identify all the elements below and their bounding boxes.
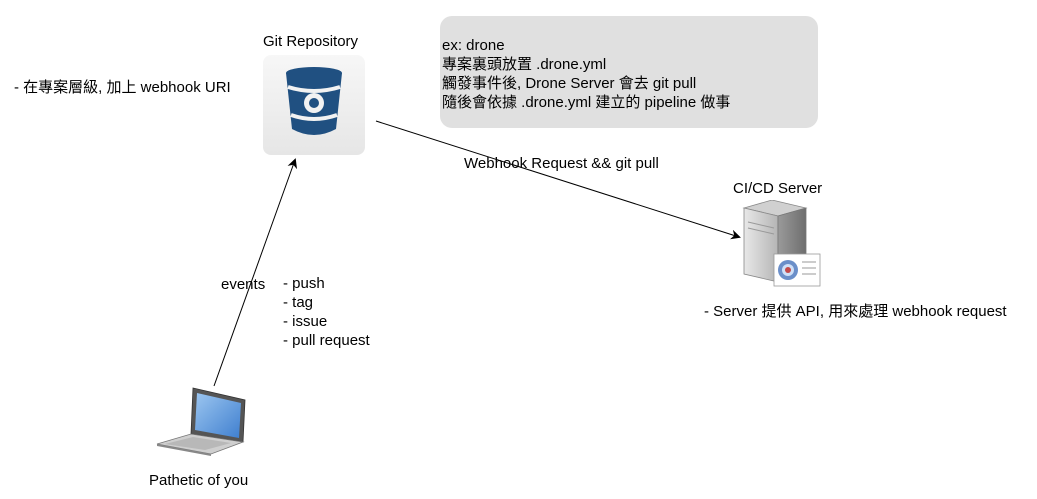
drone-note-line: 隨後會依據 .drone.yml 建立的 pipeline 做事: [442, 94, 731, 111]
event-type-item: - tag: [283, 294, 314, 311]
drone-note-line: ex: drone: [442, 37, 505, 54]
ci-server-node[interactable]: [740, 199, 824, 290]
laptop-label: Pathetic of you: [149, 472, 249, 489]
server-note: - Server 提供 API, 用來處理 webhook request: [704, 303, 1007, 320]
git-repository-node[interactable]: [263, 55, 365, 155]
event-types-list: - push - tag - issue - pull request: [283, 274, 370, 350]
webhook-edge-label: Webhook Request && git pull: [464, 155, 659, 172]
event-type-item: - pull request: [283, 332, 370, 349]
drone-note-line: 專案裏頭放置 .drone.yml: [442, 56, 607, 73]
drone-note: ex: drone 專案裏頭放置 .drone.yml 觸發事件後, Drone…: [440, 16, 818, 128]
project-level-note: - 在專案層級, 加上 webhook URI: [14, 79, 231, 96]
ci-server-label: CI/CD Server: [733, 180, 823, 197]
drone-note-line: 觸發事件後, Drone Server 會去 git pull: [442, 75, 697, 92]
laptop-icon: [156, 387, 246, 456]
git-repository-label: Git Repository: [263, 33, 359, 50]
bitbucket-bucket-icon: [263, 55, 365, 155]
events-edge-label: events: [221, 276, 266, 293]
event-type-item: - push: [283, 275, 325, 292]
event-type-item: - issue: [283, 313, 328, 330]
events-edge: [213, 158, 298, 387]
webhook-edge: [375, 120, 741, 240]
laptop-node[interactable]: [155, 386, 250, 456]
server-tower-icon: [742, 199, 821, 287]
